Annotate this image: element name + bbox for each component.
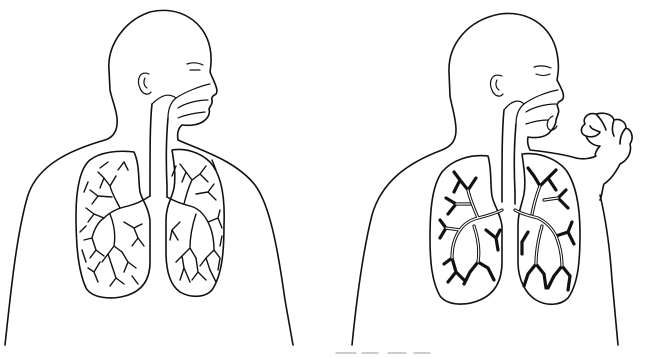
right-figure [352,13,632,345]
right-body-outline [352,13,576,345]
left-ear-icon [138,73,151,94]
left-figure [5,10,293,345]
left-nasal-airway [168,84,210,118]
left-lung-b [166,150,224,297]
left-trachea [150,104,152,196]
left-bronchial-tree-b [170,160,222,282]
right-eye-icon [536,74,550,76]
left-bronchi [128,196,190,206]
right-fist-icon [576,113,632,200]
left-body-outline [5,10,293,345]
left-bronchial-tree-a [80,162,144,286]
right-bronchial-tree-a [440,172,502,284]
right-trachea [502,110,504,202]
right-ear-icon [490,75,503,96]
